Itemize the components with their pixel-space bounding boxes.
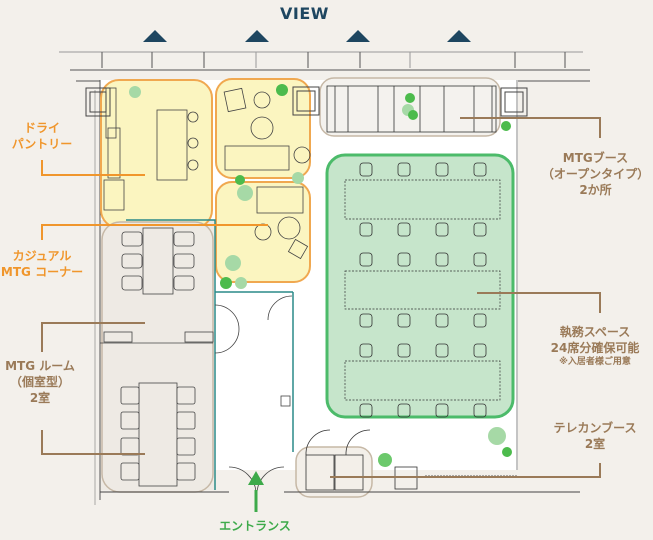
- mtg-booth-partitions: [326, 85, 497, 133]
- label-line: MTGブース: [562, 151, 629, 165]
- label-casual-mtg[interactable]: カジュアル MTG コーナー: [0, 248, 86, 280]
- label-line: （個室型）: [9, 375, 70, 390]
- label-line: カジュアル: [12, 249, 72, 263]
- leader-lines: [41, 117, 601, 478]
- entrance-arrow-icon: [248, 471, 264, 512]
- corridor-walls: [100, 219, 580, 495]
- view-label: VIEW: [280, 4, 329, 23]
- zone-work-space[interactable]: [325, 153, 515, 419]
- label-line: MTG ルーム: [5, 359, 75, 373]
- label-line: 2室: [584, 437, 606, 452]
- label-line: （オープンタイプ）: [541, 167, 650, 182]
- pantry-furniture: [103, 87, 199, 211]
- label-entrance[interactable]: エントランス: [219, 519, 291, 533]
- label-dry-pantry[interactable]: ドライ パントリー: [6, 120, 78, 152]
- label-line: テレカンブース: [553, 421, 637, 435]
- label-work-space[interactable]: 執務スペース 24席分確保可能 ※入居者様ご用意: [540, 324, 650, 369]
- label-line: 執務スペース: [559, 325, 631, 339]
- zone-casual-mtg-top[interactable]: [215, 78, 311, 179]
- work-tables: [344, 179, 501, 401]
- label-line: MTG コーナー: [0, 265, 84, 280]
- casual-furniture: [223, 87, 311, 260]
- plants: [129, 84, 512, 467]
- label-line: パントリー: [11, 137, 73, 152]
- view-markers: [143, 30, 471, 42]
- label-note: ※入居者様ご用意: [559, 357, 631, 368]
- work-chairs: [359, 162, 487, 418]
- label-line: 2室: [29, 391, 51, 406]
- label-mtg-room[interactable]: MTG ルーム （個室型） 2室: [0, 358, 80, 407]
- mtg-room-furniture: [100, 227, 214, 487]
- label-line: ドライ: [23, 121, 60, 135]
- zone-casual-mtg-bottom[interactable]: [215, 181, 311, 283]
- zone-dry-pantry[interactable]: [100, 79, 213, 229]
- label-line: 2か所: [579, 183, 612, 198]
- label-line: 24席分確保可能: [550, 341, 640, 356]
- label-telecon-booth[interactable]: テレカンブース 2室: [540, 420, 650, 452]
- label-mtg-booth[interactable]: MTGブース （オープンタイプ） 2か所: [538, 150, 653, 199]
- facade: [59, 51, 590, 82]
